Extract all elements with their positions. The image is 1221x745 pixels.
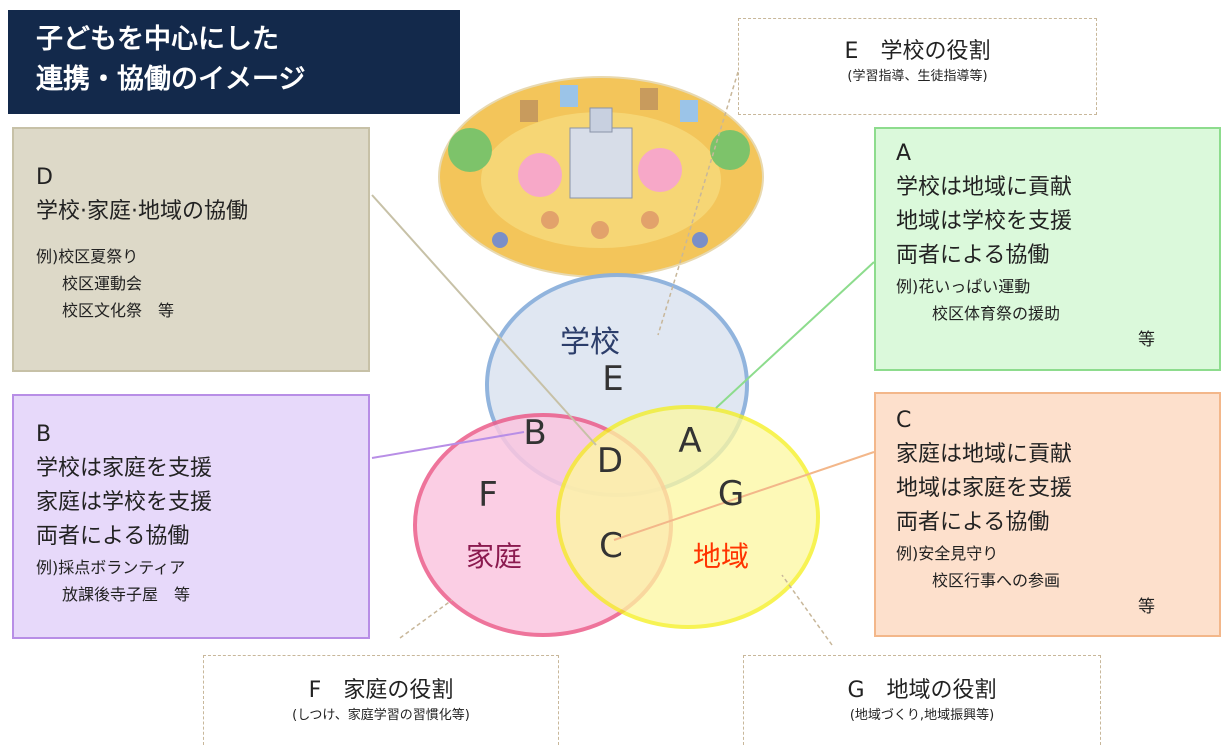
role-F-sub: (しつけ、家庭学習の習慣化等)	[292, 708, 470, 723]
box-A-item: 例)花いっぱい運動	[896, 277, 1031, 296]
box-D: D 学校·家庭·地域の協働 例)校区夏祭り 校区運動会 校区文化祭 等	[12, 127, 370, 372]
box-C-line: 地域は家庭を支援	[896, 476, 1073, 501]
role-E-sub: (学習指導、生徒指導等)	[847, 69, 988, 84]
role-box-E: E 学校の役割 (学習指導、生徒指導等)	[738, 18, 1097, 115]
box-C-line: 両者による協働	[896, 510, 1050, 535]
region-B-label: B	[523, 413, 546, 453]
connector-E	[657, 71, 739, 336]
region-C-label: C	[599, 526, 623, 566]
region-F-label: F	[478, 475, 498, 515]
diagram-title: 子どもを中心にした 連携・協働のイメージ	[8, 10, 460, 114]
box-D-item: 校区文化祭 等	[62, 301, 175, 320]
box-B-letter: B	[36, 422, 52, 447]
region-E-label: E	[602, 359, 623, 399]
community-circle	[556, 405, 820, 629]
school-community-illustration	[438, 76, 764, 278]
community-label: 地域	[693, 540, 749, 573]
box-B-line: 両者による協働	[36, 524, 190, 549]
region-D-label: D	[597, 441, 623, 481]
box-D-item: 校区運動会	[62, 274, 143, 293]
box-B-item: 例)採点ボランティア	[36, 558, 186, 577]
connector-G	[781, 574, 833, 646]
box-A-tail: 等	[1138, 330, 1155, 350]
box-C-line: 家庭は地域に貢献	[896, 442, 1073, 467]
box-A: A 学校は地域に貢献 地域は学校を支援 両者による協働 例)花いっぱい運動 校区…	[874, 127, 1221, 371]
connector-F	[399, 599, 453, 639]
role-G-sub: (地域づくり,地域振興等)	[849, 708, 995, 723]
box-C: C 家庭は地域に貢献 地域は家庭を支援 両者による協働 例)安全見守り 校区行事…	[874, 392, 1221, 637]
role-G-title: G 地域の役割	[847, 678, 997, 703]
role-E-title: E 学校の役割	[844, 39, 991, 64]
connector-B	[371, 431, 525, 459]
school-label: 学校	[560, 325, 620, 360]
box-A-item: 校区体育祭の援助	[932, 304, 1061, 323]
home-label: 家庭	[466, 540, 522, 573]
box-B: B 学校は家庭を支援 家庭は学校を支援 両者による協働 例)採点ボランティア 放…	[12, 394, 370, 639]
box-B-item: 放課後寺子屋 等	[62, 585, 191, 604]
box-D-heading: 学校·家庭·地域の協働	[36, 199, 248, 224]
box-A-line: 学校は地域に貢献	[896, 175, 1073, 200]
box-C-item: 校区行事への参画	[932, 571, 1061, 590]
box-C-item: 例)安全見守り	[896, 544, 999, 563]
region-A-label: A	[678, 421, 701, 461]
box-D-letter: D	[36, 165, 53, 190]
box-A-line: 両者による協働	[896, 243, 1050, 268]
box-B-line: 家庭は学校を支援	[36, 490, 213, 515]
box-A-letter: A	[896, 141, 912, 166]
connector-C	[613, 451, 875, 541]
connector-A	[715, 261, 875, 409]
box-A-line: 地域は学校を支援	[896, 209, 1073, 234]
box-C-letter: C	[896, 408, 912, 433]
box-B-line: 学校は家庭を支援	[36, 456, 213, 481]
box-D-item: 例)校区夏祭り	[36, 247, 139, 266]
role-F-title: F 家庭の役割	[308, 678, 454, 703]
box-C-tail: 等	[1138, 597, 1155, 617]
title-line-2: 連携・協働のイメージ	[36, 64, 306, 95]
role-box-G: G 地域の役割 (地域づくり,地域振興等)	[743, 655, 1101, 745]
role-box-F: F 家庭の役割 (しつけ、家庭学習の習慣化等)	[203, 655, 559, 745]
region-G-label: G	[718, 474, 744, 514]
connector-D	[371, 194, 597, 446]
title-line-1: 子どもを中心にした	[36, 24, 279, 55]
